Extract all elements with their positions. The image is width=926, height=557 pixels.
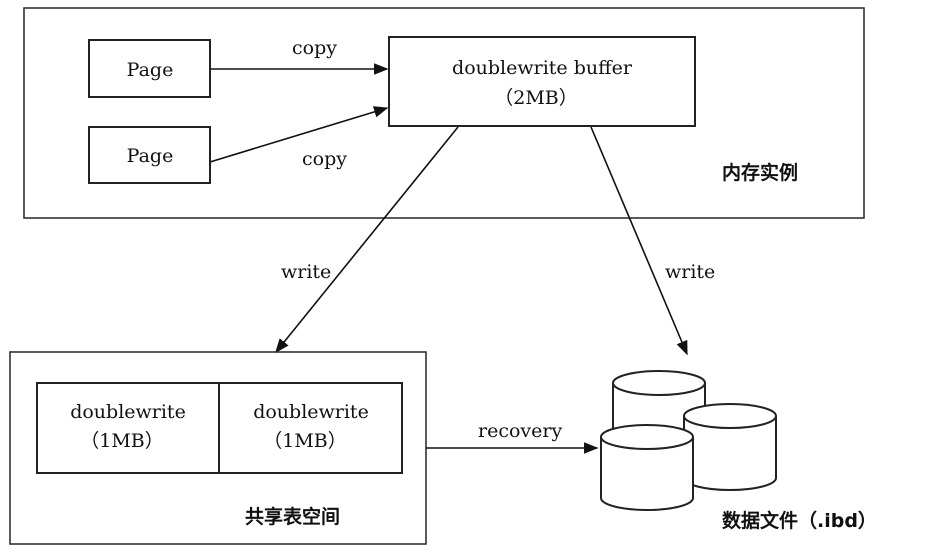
- write-label-left: write: [281, 261, 331, 283]
- page-box-1: [88, 39, 211, 98]
- page-box-2-label: Page: [127, 145, 174, 167]
- doublewrite-buffer-label: doublewrite buffer: [452, 57, 633, 79]
- write-arrow-right: [590, 126, 688, 356]
- data-files-label: 数据文件（.ibd）: [722, 509, 877, 532]
- copy-arrow-2: [209, 106, 389, 163]
- memory-instance-frame: [23, 7, 865, 219]
- data-file-cylinder-front: [600, 424, 694, 511]
- memory-instance-title: 内存实例: [722, 161, 798, 184]
- copy-label-1: copy: [292, 37, 337, 59]
- doublewrite-segment-1-size: （1MB）: [80, 430, 164, 452]
- copy-label-2: copy: [302, 148, 347, 170]
- write-arrow-left: [275, 126, 459, 354]
- doublewrite-segment-2-label: doublewrite: [253, 401, 369, 423]
- page-box-2: [88, 126, 211, 184]
- shared-tablespace-title: 共享表空间: [245, 505, 340, 528]
- data-file-cylinder-right: [683, 403, 777, 491]
- doublewrite-segment-1-label: doublewrite: [70, 401, 186, 423]
- page-box-1-label: Page: [127, 59, 174, 81]
- doublewrite-segment-2-size: （1MB）: [263, 430, 347, 452]
- doublewrite-buffer-size: （2MB）: [494, 87, 578, 109]
- write-label-right: write: [665, 261, 715, 283]
- doublewrite-buffer-box: [388, 36, 696, 127]
- recovery-label: recovery: [478, 420, 562, 442]
